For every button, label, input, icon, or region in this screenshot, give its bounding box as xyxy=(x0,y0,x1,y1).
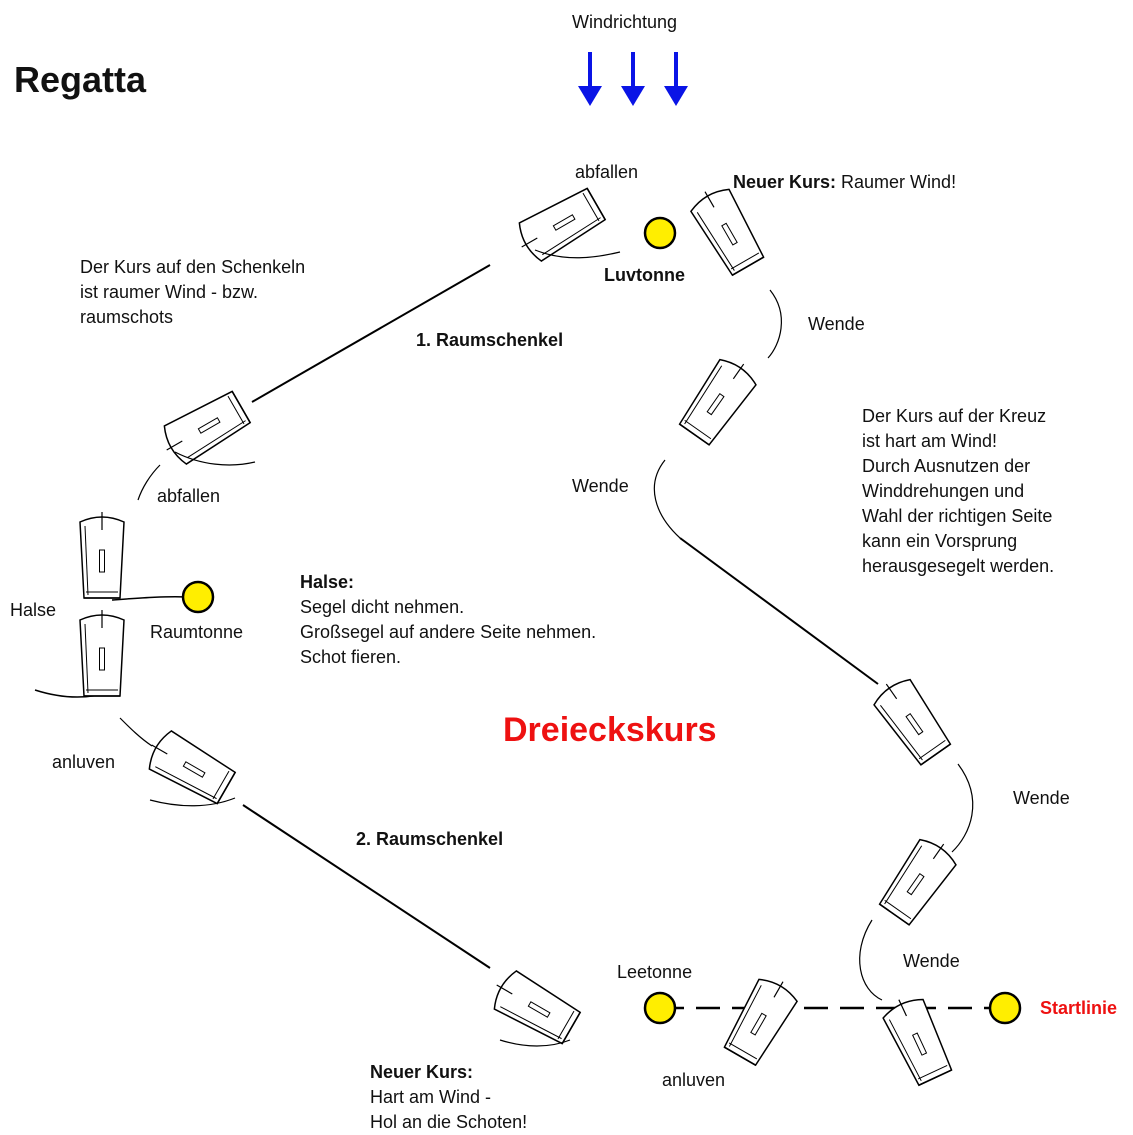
note-line: raumschots xyxy=(80,307,174,327)
label-anluven-bottom: anluven xyxy=(662,1070,726,1090)
sailboat-icon xyxy=(878,989,956,1088)
wende-curve-1 xyxy=(767,289,782,359)
sailboat-icon xyxy=(720,969,803,1068)
label-wende-2: Wende xyxy=(572,476,629,496)
label-halse: Halse xyxy=(10,600,57,620)
note-line: ist raumer Wind - bzw. xyxy=(80,282,259,302)
leg-1-line xyxy=(251,264,491,403)
label-abfallen-top: abfallen xyxy=(575,162,639,182)
arrow-down-icon xyxy=(664,52,688,106)
note-line: kann ein Vorsprung xyxy=(862,531,1018,551)
sailboat-icon xyxy=(685,179,768,278)
sailboat-icon xyxy=(154,387,253,470)
note-line: Der Kurs auf den Schenkeln xyxy=(80,257,306,277)
new-course-top-heading: Neuer Kurs: xyxy=(733,172,837,192)
startlinie-buoy-icon xyxy=(988,991,1022,1025)
label-abfallen-left: abfallen xyxy=(157,486,221,506)
sailboat-icon xyxy=(875,830,963,928)
note-line: Der Kurs auf der Kreuz xyxy=(862,406,1047,426)
wende-curve-4 xyxy=(859,919,883,1001)
buoys xyxy=(181,216,1022,1025)
note-new-course-bottom: Neuer Kurs: Hart am Wind - Hol an die Sc… xyxy=(370,1060,527,1135)
sailboat-icon xyxy=(675,350,763,448)
course-title: Dreieckskurs xyxy=(503,711,717,749)
note-line: Hol an die Schoten! xyxy=(370,1112,528,1132)
note-line: Winddrehungen und xyxy=(862,481,1025,501)
label-raumschenkel-2: 2. Raumschenkel xyxy=(356,829,504,849)
label-wende-3: Wende xyxy=(1013,788,1070,808)
arrow-down-icon xyxy=(621,52,645,106)
note-line: Wahl der richtigen Seite xyxy=(862,506,1053,526)
abfallen-curve-left xyxy=(137,464,161,501)
label-anluven-left: anluven xyxy=(52,752,116,772)
note-new-course-bottom-heading: Neuer Kurs: xyxy=(370,1062,474,1082)
note-line: Segel dicht nehmen. xyxy=(300,597,465,617)
sailboat-icon xyxy=(139,725,238,808)
label-raumtonne: Raumtonne xyxy=(150,622,244,642)
note-line: Durch Ausnutzen der xyxy=(862,456,1031,476)
label-wende-4: Wende xyxy=(903,951,960,971)
raumtonne-sheet xyxy=(111,595,189,601)
label-raumschenkel-1: 1. Raumschenkel xyxy=(416,330,564,350)
note-schenkel: Der Kurs auf den Schenkeln ist raumer Wi… xyxy=(80,255,305,330)
note-line: herausgesegelt werden. xyxy=(862,556,1055,576)
anluven-curve-left xyxy=(119,717,153,747)
note-line: Großsegel auf andere Seite nehmen. xyxy=(300,622,597,642)
label-leetonne: Leetonne xyxy=(617,962,693,982)
sail-sheets xyxy=(149,249,621,1047)
course-lines xyxy=(34,264,1005,1010)
wende-curve-2 xyxy=(653,459,681,539)
wende-curve-3 xyxy=(951,763,974,853)
new-course-top-text: Raumer Wind! xyxy=(836,172,957,192)
sailboat-icon xyxy=(867,670,955,768)
note-line: Hart am Wind - xyxy=(370,1087,492,1107)
wind-arrows xyxy=(578,52,688,106)
note-halse-heading: Halse: xyxy=(300,572,355,592)
page-title: Regatta xyxy=(14,59,147,100)
leetonne-buoy-icon xyxy=(643,991,677,1025)
new-course-top: Neuer Kurs: Raumer Wind! xyxy=(733,170,956,195)
label-startlinie: Startlinie xyxy=(1040,998,1118,1018)
note-line: Schot fieren. xyxy=(300,647,402,667)
raumtonne-buoy-icon xyxy=(181,580,215,614)
label-luvtonne: Luvtonne xyxy=(604,265,685,285)
wind-direction-label: Windrichtung xyxy=(572,12,678,32)
sailboat-icon xyxy=(484,965,583,1048)
sailboat-icon xyxy=(79,609,125,697)
note-halse: Halse: Segel dicht nehmen. Großsegel auf… xyxy=(300,570,596,670)
sailboat-icon xyxy=(79,511,125,599)
beat-line xyxy=(679,537,879,685)
note-kreuz: Der Kurs auf der Kreuz ist hart am Wind!… xyxy=(862,404,1054,579)
label-wende-1: Wende xyxy=(808,314,865,334)
sailboat-icon xyxy=(509,184,608,267)
note-line: ist hart am Wind! xyxy=(862,431,998,451)
luvtonne-buoy-icon xyxy=(643,216,677,250)
leg-2-line xyxy=(242,804,491,969)
arrow-down-icon xyxy=(578,52,602,106)
